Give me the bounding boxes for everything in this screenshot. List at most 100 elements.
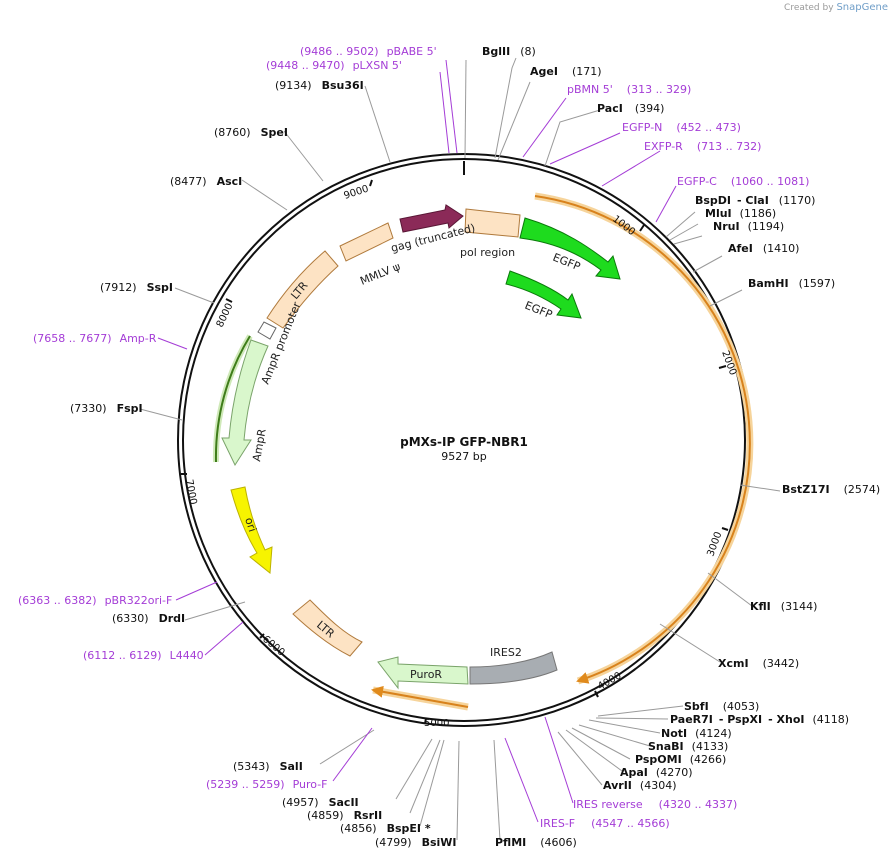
svg-text:IRES-F(4547 .. 4566): IRES-F(4547 .. 4566) xyxy=(540,817,670,830)
enzyme-avrii[interactable]: AvrII xyxy=(603,779,632,792)
svg-text:(4799)BsiWI: (4799)BsiWI xyxy=(375,836,457,849)
enzyme-bspei-pos: (4856) xyxy=(340,822,377,835)
ltr-feature-2[interactable] xyxy=(292,599,363,657)
enzyme-bstz17i[interactable]: BstZ17I xyxy=(782,483,830,496)
enzyme-sspi-pos: (7912) xyxy=(100,281,137,294)
primer-pbr322ori-range: (6363 .. 6382) xyxy=(18,594,97,607)
pol-region-feature[interactable] xyxy=(464,208,521,238)
enzyme-bspdi[interactable]: BspDI xyxy=(695,194,731,207)
enzyme-drdi[interactable]: DrdI xyxy=(159,612,186,625)
enzyme-paci[interactable]: PacI xyxy=(597,102,623,115)
enzyme-bglii[interactable]: BglII xyxy=(482,45,510,58)
enzyme-pspomi[interactable]: PspOMI xyxy=(635,753,682,766)
enzyme-bsu36i[interactable]: Bsu36I xyxy=(322,79,364,92)
snapgene-credit: Created by SnapGene xyxy=(784,2,888,13)
ampr-label: AmpR xyxy=(250,428,269,463)
primer-ires-reverse[interactable]: IRES reverse xyxy=(573,798,643,811)
enzyme-apai-pos: (4270) xyxy=(656,766,693,779)
enzyme-xcmi[interactable]: XcmI xyxy=(718,657,749,670)
primer-exfp-r[interactable]: EXFP-R xyxy=(644,140,683,153)
enzyme-xcmi-pos: (3442) xyxy=(763,657,800,670)
svg-text:(7658 .. 7677)Amp-R: (7658 .. 7677) Amp-R xyxy=(33,332,157,345)
enzyme-sacii-pos: (4957) xyxy=(282,796,319,809)
enzyme-afei[interactable]: AfeI xyxy=(728,242,753,255)
tick-1000: 1000 xyxy=(610,214,637,238)
enzyme-fspi-pos: (7330) xyxy=(70,402,107,415)
mmlv-psi-feature[interactable] xyxy=(339,222,394,262)
enzyme-nrui[interactable]: NruI xyxy=(713,220,740,233)
svg-text:PaeR7I- PspXI- XhoI(4118): PaeR7I - PspXI - XhoI (4118) xyxy=(670,713,849,726)
primer-pbmn[interactable]: pBMN 5' xyxy=(567,83,613,96)
svg-text:(8760)SpeI: (8760)SpeI xyxy=(214,126,288,139)
enzyme-afei-pos: (1410) xyxy=(763,242,800,255)
enzyme-bamhi[interactable]: BamHI xyxy=(748,277,789,290)
enzyme-fspi[interactable]: FspI xyxy=(117,402,143,415)
egfp-feature-2[interactable] xyxy=(505,270,582,319)
ltr-feature-1[interactable] xyxy=(266,250,339,329)
enzyme-paer7i[interactable]: PaeR7I xyxy=(670,713,713,726)
mmlv-psi-label: MMLV ψ xyxy=(358,260,402,288)
enzyme-xhoi[interactable]: - XhoI xyxy=(768,713,804,726)
primer-egfp-c[interactable]: EGFP-C xyxy=(677,175,717,188)
primer-plxsn[interactable]: pLXSN 5' xyxy=(353,59,402,72)
enzyme-sali-pos: (5343) xyxy=(233,760,270,773)
ires2-feature[interactable] xyxy=(469,651,558,685)
enzyme-rsrii[interactable]: RsrII xyxy=(354,809,383,822)
enzyme-pflmi[interactable]: PflMI xyxy=(495,836,526,849)
enzyme-sali[interactable]: SalI xyxy=(280,760,303,773)
primer-l4440[interactable]: L4440 xyxy=(170,649,204,662)
ampr-promoter-feature[interactable] xyxy=(257,321,277,340)
svg-text:BglII(8): BglII(8) xyxy=(482,45,536,58)
enzyme-sbfi-pos: (4053) xyxy=(723,700,760,713)
ampr-orf xyxy=(214,335,251,463)
svg-text:(8477)AscI: (8477)AscI xyxy=(170,175,242,188)
enzyme-agei[interactable]: AgeI xyxy=(530,65,558,78)
puror-label: PuroR xyxy=(410,668,442,681)
primer-pbr322ori[interactable]: pBR322ori-F xyxy=(105,594,173,607)
enzyme-rsrii-pos: (4859) xyxy=(307,809,344,822)
enzyme-pspxi[interactable]: - PspXI xyxy=(719,713,762,726)
primer-exfp-r-range: (713 .. 732) xyxy=(697,140,762,153)
enzyme-apai[interactable]: ApaI xyxy=(620,766,648,779)
svg-text:XcmI(3442): XcmI (3442) xyxy=(718,657,799,670)
ires2-label: IRES2 xyxy=(490,646,522,659)
svg-text:(5343)SalI: (5343) SalI xyxy=(233,760,303,773)
enzyme-drdi-pos: (6330) xyxy=(112,612,149,625)
primer-puro-f[interactable]: Puro-F xyxy=(293,778,328,791)
ampr-feature[interactable] xyxy=(221,339,269,467)
svg-text:ApaI(4270): ApaI (4270) xyxy=(620,766,692,779)
enzyme-bspei[interactable]: BspEI * xyxy=(387,822,431,835)
gag-feature[interactable] xyxy=(399,204,464,233)
primer-ires-f[interactable]: IRES-F xyxy=(540,817,575,830)
primer-ires-reverse-range: (4320 .. 4337) xyxy=(659,798,738,811)
primer-amp-r[interactable]: Amp-R xyxy=(120,332,157,345)
svg-text:(9134)Bsu36I: (9134)Bsu36I xyxy=(275,79,364,92)
puror-feature[interactable] xyxy=(377,656,469,690)
svg-text:SbfI(4053): SbfI (4053) xyxy=(684,700,759,713)
egfp-feature-1[interactable] xyxy=(519,217,621,280)
enzyme-bsiwi[interactable]: BsiWI xyxy=(422,836,457,849)
enzyme-mlui[interactable]: MluI xyxy=(705,207,732,220)
svg-text:EGFP-N(452 .. 473): EGFP-N(452 .. 473) xyxy=(622,121,741,134)
svg-text:BstZ17I(2574): BstZ17I(2574) xyxy=(782,483,880,496)
primer-amp-r-range: (7658 .. 7677) xyxy=(33,332,112,345)
primer-pbabe[interactable]: pBABE 5' xyxy=(387,45,437,58)
tick-marks xyxy=(181,161,729,725)
svg-text:KflI(3144): KflI(3144) xyxy=(750,600,817,613)
enzyme-clai[interactable]: - ClaI xyxy=(737,194,769,207)
enzyme-spei[interactable]: SpeI xyxy=(261,126,288,139)
enzyme-kfli[interactable]: KflI xyxy=(750,600,771,613)
primer-egfp-n[interactable]: EGFP-N xyxy=(622,121,662,134)
ori-label: ori xyxy=(242,516,259,534)
enzyme-snabi[interactable]: SnaBI xyxy=(648,740,684,753)
enzyme-sbfi[interactable]: SbfI xyxy=(684,700,709,713)
enzyme-paer7i-pos: (4118) xyxy=(813,713,850,726)
ori-feature[interactable] xyxy=(230,486,273,574)
backbone-inner xyxy=(182,158,746,722)
enzyme-bamhi-pos: (1597) xyxy=(799,277,836,290)
enzyme-noti[interactable]: NotI xyxy=(661,727,687,740)
enzyme-sspi[interactable]: SspI xyxy=(147,281,173,294)
enzyme-sacii[interactable]: SacII xyxy=(329,796,359,809)
enzyme-asci[interactable]: AscI xyxy=(217,175,243,188)
svg-text:(9448 .. 9470)pLXSN 5': (9448 .. 9470)pLXSN 5' xyxy=(266,59,402,72)
